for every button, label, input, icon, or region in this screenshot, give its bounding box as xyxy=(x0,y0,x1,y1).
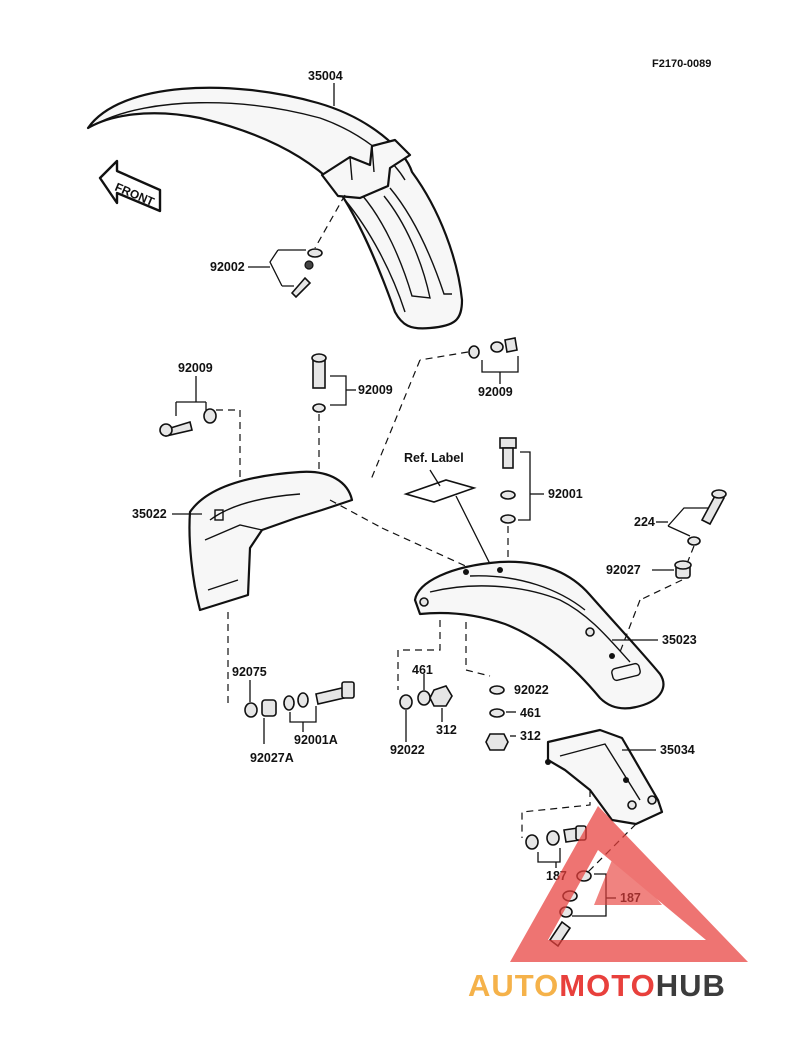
label-92027a: 92027A xyxy=(250,751,294,765)
label-461-left: 461 xyxy=(412,663,433,677)
label-35034: 35034 xyxy=(660,743,695,757)
washer-224-bolt xyxy=(667,489,727,567)
hardware-center-right xyxy=(485,685,509,751)
ref-label-sticker xyxy=(403,469,495,573)
label-92009-right: 92009 xyxy=(478,385,513,399)
watermark-auto: AUTO xyxy=(468,968,559,1003)
label-92009-center: 92009 xyxy=(358,383,393,397)
automotohub-watermark-logo xyxy=(510,806,748,962)
bolt-92009-left xyxy=(159,401,241,495)
rear-fender-front-35022 xyxy=(188,470,354,612)
hardware-stack-left xyxy=(244,681,355,744)
label-92022-left: 92022 xyxy=(390,743,425,757)
label-35023: 35023 xyxy=(662,633,697,647)
diagram-code: F2170-0089 xyxy=(652,58,711,70)
label-92001a: 92001A xyxy=(294,733,338,747)
watermark-text: AUTOMOTOHUB xyxy=(468,968,726,1003)
front-arrow-icon: FRONT xyxy=(98,159,162,213)
hardware-center-left xyxy=(399,674,453,710)
label-35004: 35004 xyxy=(308,69,343,83)
label-92075: 92075 xyxy=(232,665,267,679)
bolt-set-92002 xyxy=(269,194,346,299)
collar-92027 xyxy=(619,560,692,653)
ref-label-text: Ref. Label xyxy=(404,451,464,465)
label-312-right: 312 xyxy=(520,729,541,743)
rear-flap-35034 xyxy=(545,728,664,826)
label-92022-right: 92022 xyxy=(514,683,549,697)
label-92002: 92002 xyxy=(210,260,245,274)
label-92009-left: 92009 xyxy=(178,361,213,375)
watermark-moto: MOTO xyxy=(559,968,655,1003)
label-461-right: 461 xyxy=(520,706,541,720)
bolt-92001 xyxy=(499,437,531,578)
label-92027: 92027 xyxy=(606,563,641,577)
hardware-187-lower-left xyxy=(525,825,587,863)
rear-fender-35023 xyxy=(413,560,665,710)
label-92001: 92001 xyxy=(548,487,583,501)
label-35022: 35022 xyxy=(132,507,167,521)
label-312-left: 312 xyxy=(436,723,457,737)
bolt-92009-center xyxy=(311,353,347,475)
front-fender-35004 xyxy=(86,86,464,330)
watermark-hub: HUB xyxy=(656,968,726,1003)
bolt-92009-right xyxy=(369,337,519,483)
label-224: 224 xyxy=(634,515,655,529)
